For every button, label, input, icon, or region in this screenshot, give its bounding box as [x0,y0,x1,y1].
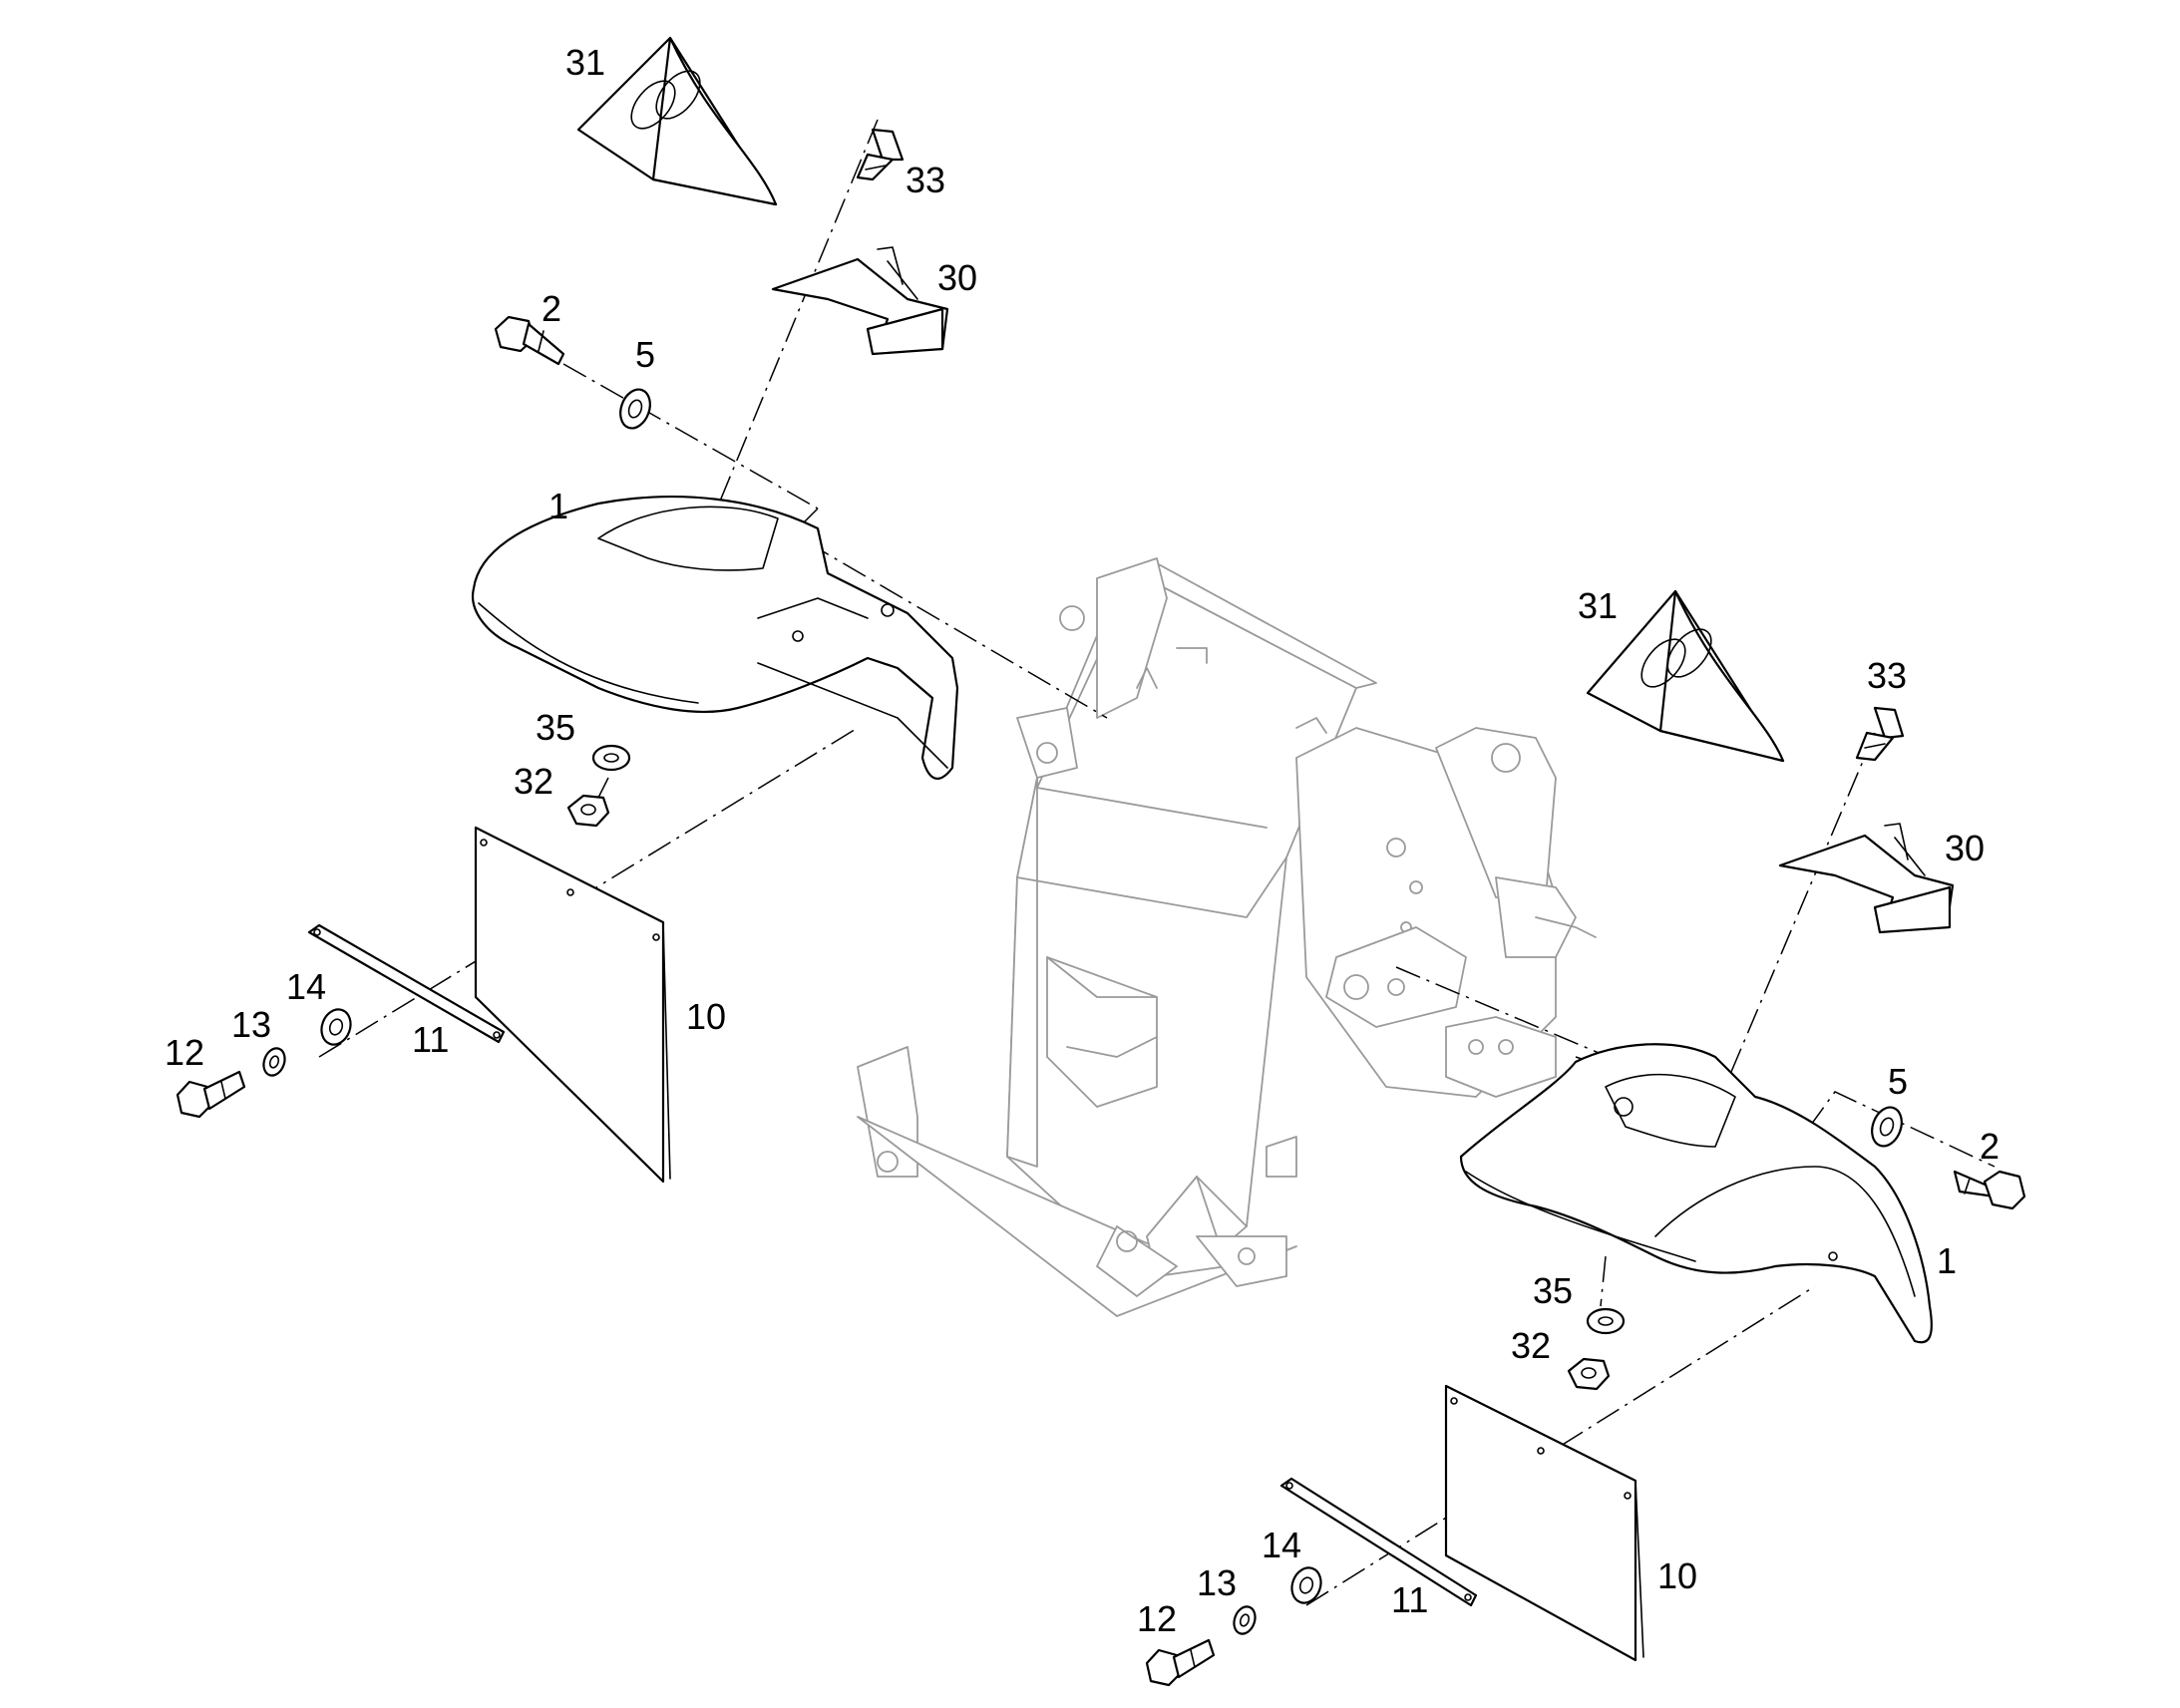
callout-2-left: 2 [542,288,561,329]
callout-32-left: 32 [514,761,553,802]
fender-1-right [1459,1043,1933,1344]
callout-labels: 31 33 30 2 5 1 35 32 10 14 13 12 11 31 3… [165,42,1999,1639]
plate-10-left [474,826,671,1184]
washer-35-right [1586,1307,1626,1335]
bolt-2-left [494,315,565,366]
callout-10-right: 10 [1657,1555,1697,1596]
callout-33-left: 33 [906,160,945,200]
callout-30-left: 30 [937,257,977,298]
bolt-12-right [1145,1638,1216,1687]
callout-5-right: 5 [1888,1061,1908,1102]
callout-14-left: 14 [286,966,326,1007]
bracket-30-left [771,246,949,356]
callout-12-right: 12 [1137,1598,1177,1639]
strip-11-left [307,923,506,1044]
callout-2-right: 2 [1980,1126,1999,1167]
washer-13-left [262,1047,286,1077]
callout-35-right: 35 [1533,1270,1573,1311]
callout-5-left: 5 [635,334,655,375]
bolt-33-left [856,128,905,181]
nut-32-left [566,794,610,828]
washer-14-right [1290,1566,1322,1604]
bracket-30-right [1778,823,1955,934]
nut-32-right [1567,1357,1611,1391]
callout-31-right: 31 [1578,585,1618,626]
decal-plate-31-right [1586,589,1785,763]
strip-11-right [1279,1477,1478,1607]
washer-5-left [619,388,651,430]
callout-12-left: 12 [165,1032,204,1073]
callout-13-left: 13 [231,1004,271,1045]
callout-32-right: 32 [1511,1325,1551,1366]
plate-10-right [1444,1384,1644,1662]
fender-1-left [472,496,959,780]
callout-13-right: 13 [1197,1562,1237,1603]
callout-31-left: 31 [565,42,605,83]
callout-10-left: 10 [686,996,726,1037]
callout-30-right: 30 [1945,828,1985,868]
washer-13-right [1233,1605,1257,1635]
bolt-12-left [176,1070,246,1119]
decal-plate-31-left [576,36,778,206]
callout-33-right: 33 [1867,655,1907,696]
washer-5-right [1871,1106,1903,1148]
callout-1-right: 1 [1937,1240,1957,1281]
callout-14-right: 14 [1262,1525,1301,1565]
bolt-2-right [1953,1170,2026,1210]
washer-35-left [591,744,631,772]
callout-11-left: 11 [412,1019,449,1060]
callout-1-left: 1 [548,486,568,526]
left-fender-assembly [176,36,1108,1184]
right-fender-assembly [1145,589,2026,1687]
bolt-33-right [1855,706,1905,762]
callout-35-left: 35 [536,707,575,748]
callout-11-right: 11 [1391,1579,1428,1620]
main-frame-ghost [857,557,1597,1317]
washer-14-left [320,1008,352,1046]
